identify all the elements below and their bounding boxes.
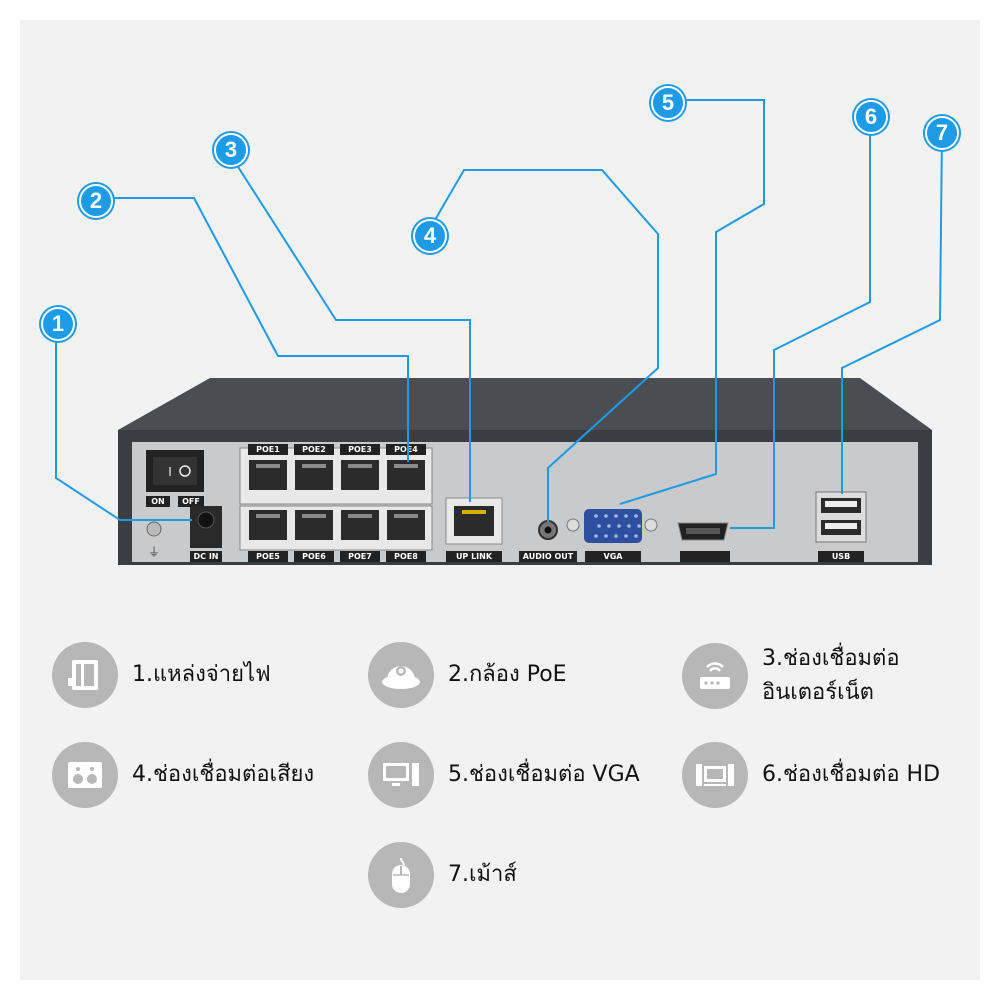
legend-item-camera: 2.กล้อง PoE — [368, 642, 567, 708]
poe-label-bottom-8: POE8 — [394, 552, 418, 561]
legend-label-internet-line2: อินเตอร์เน็ต — [762, 680, 874, 705]
speaker-icon — [52, 742, 118, 808]
audio-out-label: AUDIO OUT — [523, 552, 574, 561]
callout-7: 7 — [925, 116, 959, 150]
callout-1: 1 — [41, 307, 75, 341]
poe-label-bottom-5: POE5 — [256, 552, 280, 561]
callout-3: 3 — [214, 133, 248, 167]
legend-item-audio: 4.ช่องเชื่อมต่อเสียง — [52, 742, 314, 808]
legend-label-vga: 5.ช่องเชื่อมต่อ VGA — [448, 762, 640, 787]
callout-lines — [55, 99, 943, 529]
legend-label-mouse: 7.เม้าส์ — [448, 862, 517, 887]
svg-text:⏚: ⏚ — [148, 545, 160, 559]
uplink-label: UP LINK — [456, 552, 493, 561]
nvr-device-illustration: I ON OFF ⏚ DC IN POE1 POE2 POE3 POE4 POE5 PO… — [55, 99, 943, 565]
legend-label-camera: 2.กล้อง PoE — [448, 662, 567, 687]
svg-text:I: I — [168, 465, 172, 479]
poe-label-bottom-6: POE6 — [302, 552, 326, 561]
usb-label: USB — [832, 552, 850, 561]
callout-4: 4 — [413, 219, 447, 253]
callout-6: 6 — [854, 100, 888, 134]
legend-item-power: 1.แหล่งจ่ายไฟ — [52, 642, 271, 708]
legend-item-vga: 5.ช่องเชื่อมต่อ VGA — [368, 742, 640, 808]
poe-label-top-4: POE4 — [394, 445, 418, 454]
monitor-icon — [368, 742, 434, 808]
tv-icon — [682, 742, 748, 808]
dc-in-label: DC IN — [194, 552, 219, 561]
legend-item-mouse: 7.เม้าส์ — [368, 842, 517, 908]
router-icon — [682, 643, 748, 709]
mouse-icon — [368, 842, 434, 908]
vga-port[interactable] — [584, 509, 642, 543]
poe-label-top-3: POE3 — [348, 445, 372, 454]
legend-label-internet-line1: 3.ช่องเชื่อมต่อ — [762, 646, 900, 671]
poe-label-bottom-7: POE7 — [348, 552, 372, 561]
switch-on-label: ON — [151, 497, 165, 506]
callout-2: 2 — [79, 184, 113, 218]
callout-5: 5 — [651, 86, 685, 120]
legend-label-hd: 6.ช่องเชื่อมต่อ HD — [762, 762, 941, 787]
legend-label-power: 1.แหล่งจ่ายไฟ — [132, 662, 271, 687]
poe-label-top-1: POE1 — [256, 445, 280, 454]
switch-off-label: OFF — [182, 497, 200, 506]
legend-label-audio: 4.ช่องเชื่อมต่อเสียง — [132, 762, 315, 787]
diagram-canvas: I ON OFF ⏚ DC IN POE1 POE2 POE3 POE4 POE5 PO… — [20, 20, 980, 980]
legend-item-internet: 3.ช่องเชื่อมต่อ อินเตอร์เน็ต — [682, 642, 900, 710]
device-top — [118, 378, 932, 430]
power-supply-icon — [52, 642, 118, 708]
legend-item-hd: 6.ช่องเชื่อมต่อ HD — [682, 742, 940, 808]
poe-label-top-2: POE2 — [302, 445, 326, 454]
vga-label: VGA — [604, 552, 624, 561]
dome-camera-icon — [368, 642, 434, 708]
